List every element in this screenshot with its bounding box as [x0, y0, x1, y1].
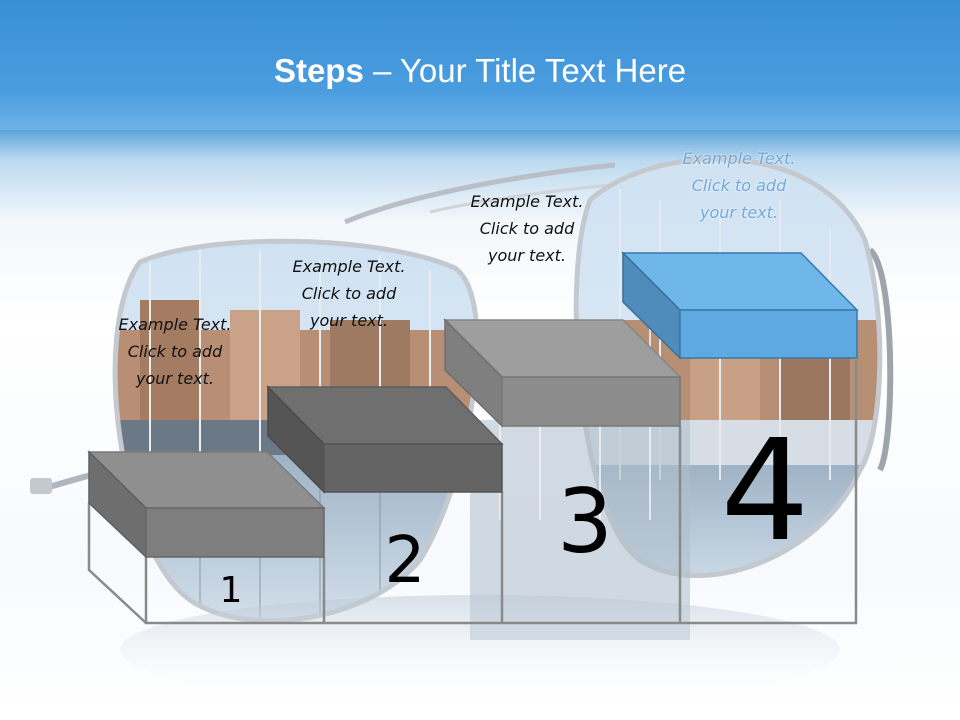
title-rest: – Your Title Text Here — [363, 52, 687, 89]
step-1-text[interactable]: Example Text. Click to add your text. — [118, 315, 232, 388]
step-number-4: 4 — [720, 410, 810, 573]
step-number-2: 2 — [384, 524, 426, 598]
page-title: Steps – Your Title Text Here — [0, 52, 960, 90]
steps-outline — [87, 360, 858, 625]
step-block-2[interactable] — [266, 385, 504, 494]
step-block-1[interactable] — [87, 450, 326, 559]
step-number-3: 3 — [557, 470, 613, 573]
step-block-3[interactable] — [443, 318, 682, 428]
step-2-text[interactable]: Example Text. Click to add your text. — [292, 257, 406, 330]
step-3-text[interactable]: Example Text. Click to add your text. — [470, 192, 584, 265]
title-bar — [0, 0, 960, 130]
title-bold: Steps — [273, 52, 364, 89]
step-block-4[interactable] — [621, 251, 859, 360]
step-4-text[interactable]: Example Text. Click to add your text. — [682, 149, 796, 222]
step-number-1: 1 — [219, 570, 243, 611]
